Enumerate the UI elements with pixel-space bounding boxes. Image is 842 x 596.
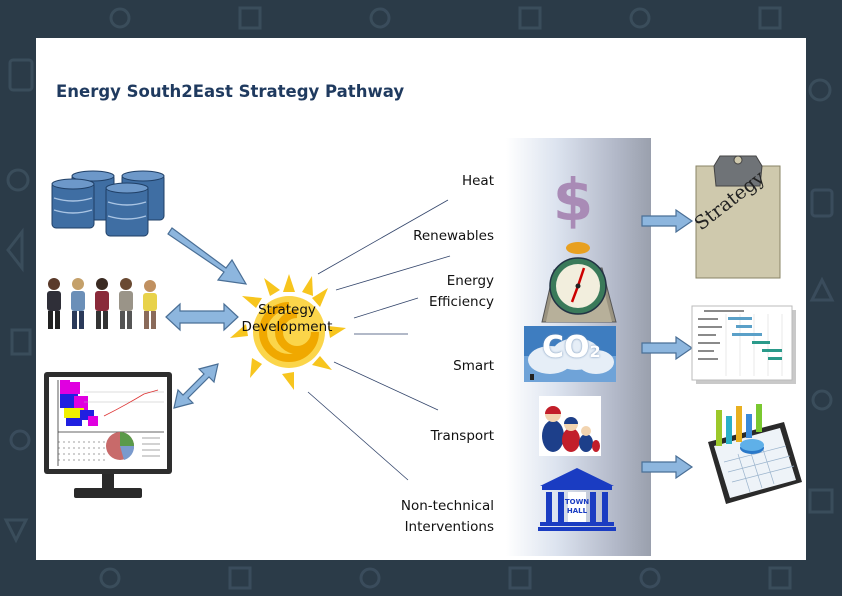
connector-lines (307, 199, 451, 481)
double-arrow-monitor (173, 363, 219, 409)
monitor-icon (44, 372, 172, 498)
database-icon (51, 170, 165, 237)
town-hall-line2: HALL (567, 507, 588, 515)
sun-label: Strategy Development (241, 302, 333, 335)
clipboard-icon (695, 155, 781, 279)
arrow-to-clipboard (641, 208, 694, 234)
dolls-icon (539, 396, 601, 456)
clock-icon (541, 242, 617, 323)
town-hall-line1: TOWN (565, 498, 589, 506)
page-title: Energy South2East Strategy Pathway (56, 82, 405, 101)
theme-transport: Transport (430, 428, 494, 444)
sun-icon (230, 274, 346, 390)
theme-energy-efficiency: Energy Efficiency (428, 273, 494, 310)
dollar-icon: $ (553, 166, 593, 234)
slide: Energy South2East Strategy Pathway (36, 38, 806, 560)
tablet-icon (708, 404, 802, 504)
double-arrow-people (165, 302, 239, 332)
arrow-database-to-sun (167, 227, 248, 285)
theme-heat: Heat (461, 173, 494, 189)
arrow-to-tablet (641, 454, 694, 480)
theme-non-technical: Non-technical Interventions (400, 498, 494, 535)
theme-renewables: Renewables (413, 228, 494, 244)
gantt-chart-icon (691, 305, 796, 384)
co2-label: CO2 (542, 330, 601, 365)
theme-smart: Smart (453, 358, 494, 374)
people-icon (47, 278, 157, 329)
co2-cloud-icon (524, 326, 616, 382)
arrow-to-gantt (641, 335, 694, 361)
town-hall-icon: TOWN HALL (538, 468, 616, 531)
svg-text:$: $ (553, 166, 593, 234)
